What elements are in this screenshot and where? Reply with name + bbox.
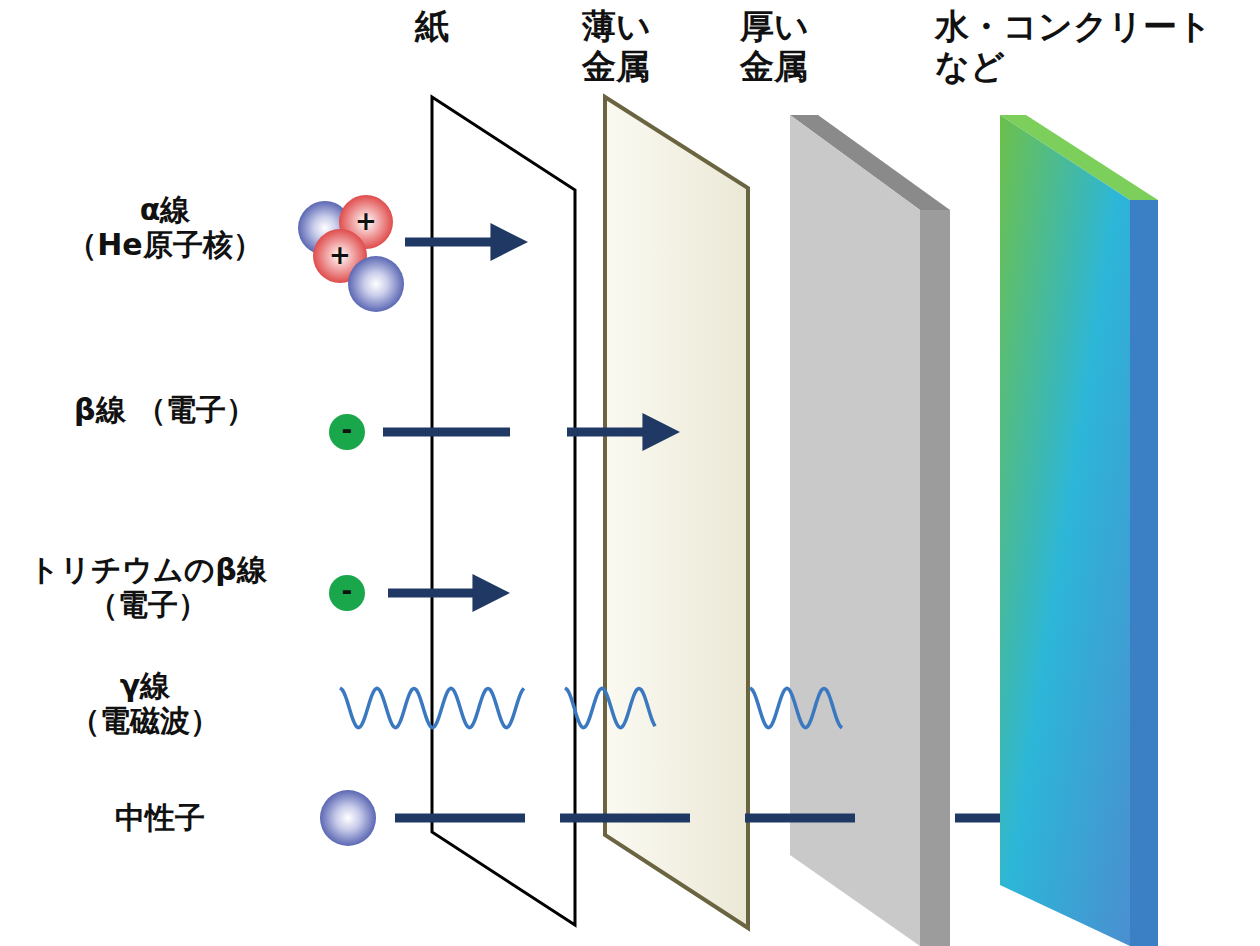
gamma-wave	[340, 688, 842, 728]
neutron	[320, 790, 376, 846]
electron	[329, 414, 365, 450]
thick-metal-side	[920, 210, 950, 946]
radiation-name: 中性子	[60, 800, 260, 835]
material-heading: 厚い 金属	[740, 6, 830, 86]
alpha-arrow	[405, 238, 498, 247]
paper-sheet	[432, 97, 575, 925]
radiation-name: γ線 （電磁波）	[45, 668, 245, 739]
charge-sign: -	[332, 415, 362, 446]
radiation-name: α線 （He原子核）	[50, 192, 280, 263]
beta-line	[383, 428, 510, 437]
material-heading: 水・コンクリート など	[935, 6, 1235, 86]
alpha-particle	[298, 195, 404, 312]
concrete-side	[1130, 200, 1158, 946]
beta-arrow	[567, 428, 650, 437]
radiation-name: トリチウムのβ線 （電子）	[13, 552, 283, 623]
electron	[329, 575, 365, 611]
tritium-arrow	[388, 589, 480, 598]
charge-sign: +	[351, 206, 381, 237]
material-heading: 紙	[415, 6, 495, 46]
radiation-name: β線 （電子）	[65, 392, 265, 427]
concrete-front	[1000, 115, 1130, 946]
charge-sign: +	[325, 240, 355, 271]
thin-metal-sheet	[605, 97, 748, 928]
charge-sign: -	[332, 576, 362, 607]
material-heading: 薄い 金属	[582, 6, 672, 86]
neutron-path	[395, 814, 1000, 823]
